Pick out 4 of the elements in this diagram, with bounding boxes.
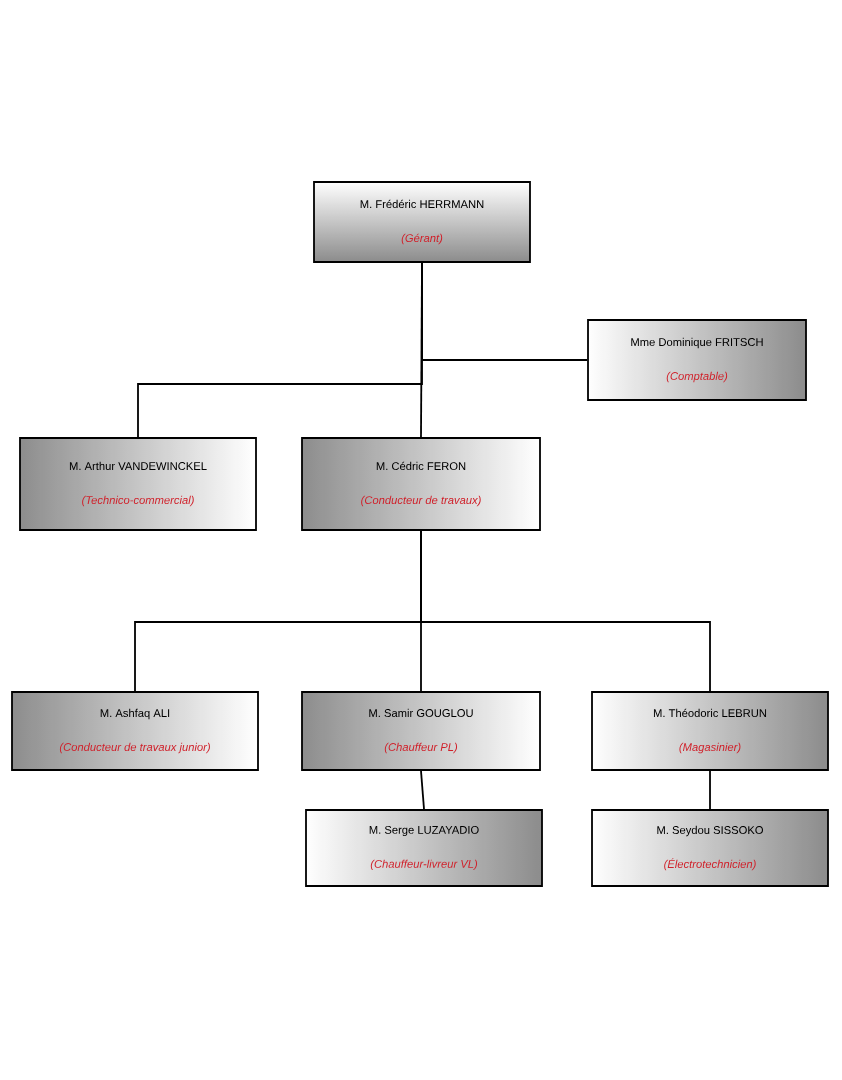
connector-line bbox=[420, 262, 423, 438]
connector-line bbox=[420, 530, 711, 692]
connector-line bbox=[420, 770, 425, 810]
connector-line bbox=[709, 770, 711, 810]
